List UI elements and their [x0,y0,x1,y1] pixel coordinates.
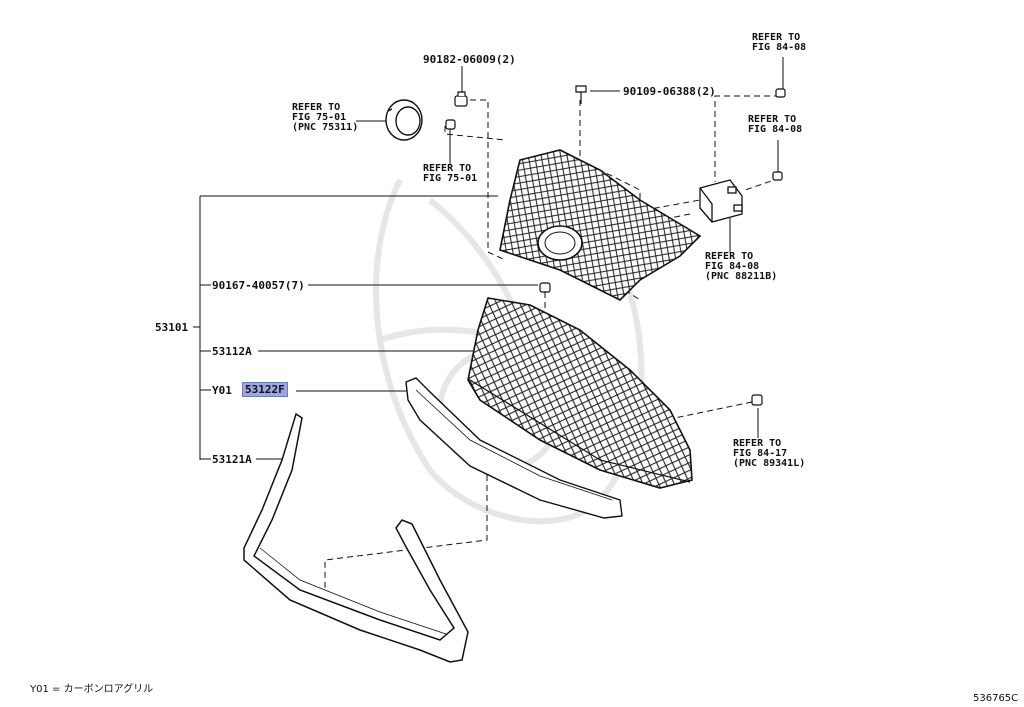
legend-note: Y01 = カーボンロアグリル [30,684,154,695]
label-53112A: 53112A [212,345,252,358]
lower-grille [467,297,693,489]
lower-molding [405,377,623,519]
fasteners [445,85,786,406]
label-53101: 53101 [155,321,189,334]
radar-sensor [699,179,743,223]
diagram-code: 536765C [973,693,1019,704]
label-90109-06388: 90109-06388(2) [623,85,716,98]
lamp-cover [385,99,423,141]
label-y01: Y01 [212,384,232,397]
ref-fig-84-08-pnc-88211b: REFER TO FIG 84-08 (PNC 88211B) [705,251,778,282]
bumper-molding [243,412,469,663]
ref-fig-84-08-top: REFER TO FIG 84-08 [752,32,807,53]
ref-fig-75-01: REFER TO FIG 75-01 [423,163,478,184]
label-53121A: 53121A [212,453,252,466]
ref-fig-75-01-pnc-75311: REFER TO FIG 75-01 (PNC 75311) [292,102,359,133]
label-90182-06009: 90182-06009(2) [423,53,516,66]
label-53122F-highlight[interactable]: 53122F [242,382,288,397]
ref-fig-84-17-pnc-89341l: REFER TO FIG 84-17 (PNC 89341L) [733,438,806,469]
ref-fig-84-08-mid: REFER TO FIG 84-08 [748,114,803,135]
leader-lines [193,57,784,460]
label-90167-40057: 90167-40057(7) [212,279,305,292]
upper-grille [499,149,702,301]
